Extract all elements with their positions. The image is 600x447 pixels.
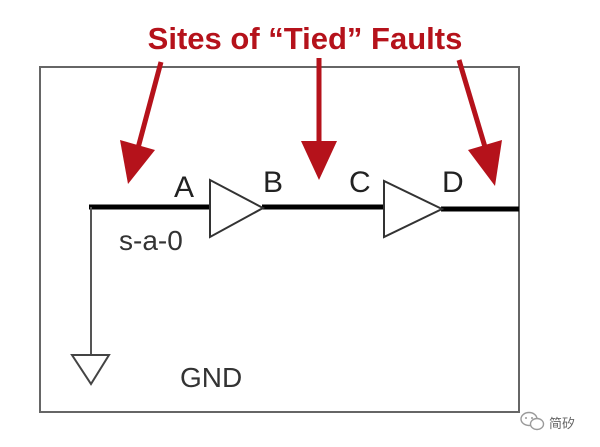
fault-label: s-a-0 bbox=[119, 225, 183, 256]
watermark-text: 简矽 bbox=[549, 416, 575, 432]
fault-site-arrow-a bbox=[120, 61, 164, 184]
buffer-gate-2 bbox=[383, 179, 445, 239]
ground-label: GND bbox=[180, 362, 242, 393]
wechat-icon bbox=[520, 411, 545, 431]
ground-symbol bbox=[70, 354, 111, 386]
node-label-a: A bbox=[174, 171, 194, 204]
watermark: 简矽 bbox=[520, 411, 575, 432]
buffer-gate-1 bbox=[209, 178, 266, 239]
fault-site-arrow-c bbox=[456, 59, 502, 186]
circuit-box bbox=[39, 66, 520, 413]
fault-site-arrow-b bbox=[301, 58, 337, 180]
diagram-title: Sites of “Tied” Faults bbox=[148, 21, 463, 56]
node-label-d: D bbox=[442, 166, 464, 199]
node-label-c: C bbox=[349, 166, 371, 199]
node-label-b: B bbox=[263, 166, 283, 199]
